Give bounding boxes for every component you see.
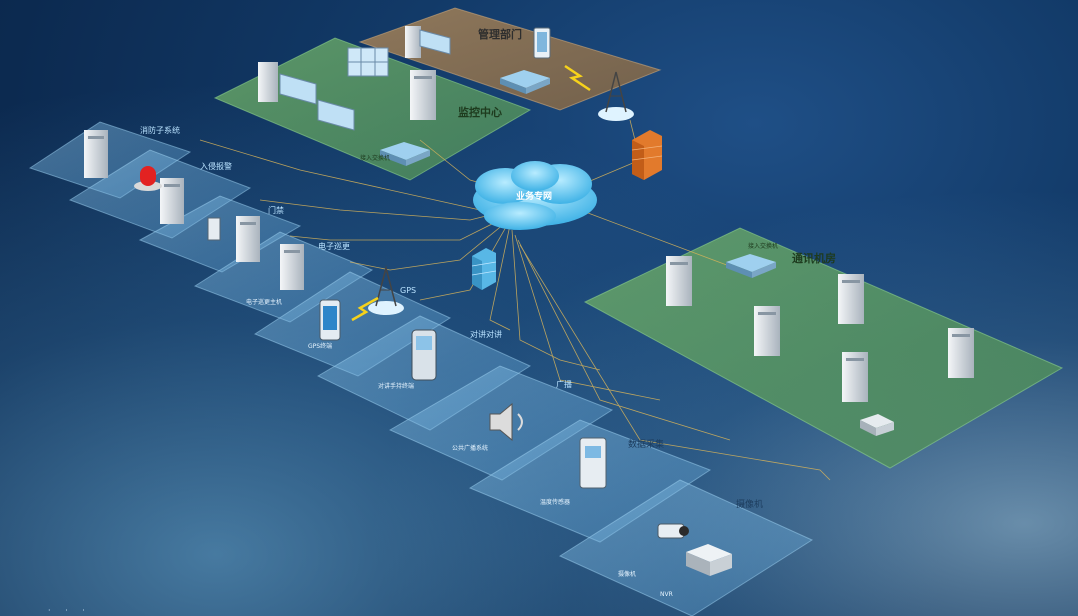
monitor-wall-icon: [279, 73, 317, 105]
monitor-center-platform: [213, 37, 532, 181]
comm-room-platform: [583, 227, 1064, 469]
panel-title-patrol: 电子巡更: [318, 242, 350, 251]
tower-icon: [598, 71, 634, 121]
camera-icon: [657, 523, 689, 539]
data-collector-icon: [579, 437, 607, 489]
panel-title-data: 数据采集: [628, 440, 665, 450]
tower-icon: [368, 265, 404, 315]
monitor-wall-icon: [347, 47, 389, 77]
cloud-label: 业务专网: [516, 192, 553, 202]
panel-title-camera: 摄像机: [736, 500, 764, 510]
nvr-device-icon: [860, 414, 894, 436]
server-icons: [84, 26, 974, 402]
switch-icon: [726, 254, 776, 278]
monitor-wall-icon: [419, 29, 451, 55]
lightning-icon: [564, 64, 591, 92]
comm-switch-label: 接入交换机: [748, 243, 779, 250]
panel-title-gps: GPS: [400, 286, 417, 295]
gps-phone-icon: [319, 299, 341, 341]
broadcast-device-label: 公共广播系统: [452, 445, 489, 452]
cloud-icon: [473, 161, 597, 230]
alarm-light-icon: [134, 166, 162, 191]
panel-title-fire: 消防子系统: [140, 126, 180, 135]
panel-camera: [558, 479, 814, 616]
switch-icon: [500, 70, 550, 94]
monitor-center-title: 监控中心: [458, 106, 502, 119]
nvr-icon: [686, 544, 732, 576]
lightning-icon: [351, 296, 379, 322]
switch-icon: [380, 142, 430, 166]
firewall-icon: [471, 248, 497, 290]
panel-title-access: 门禁: [268, 206, 284, 215]
panel-title-intrusion: 入侵报警: [200, 162, 232, 171]
nvr-label: NVR: [660, 591, 673, 598]
speaker-icon: [489, 402, 523, 442]
patrol-device-label: 电子巡更主机: [246, 299, 283, 306]
gps-device-label: GPS终端: [308, 343, 333, 350]
bottom-marker: · · ·: [48, 606, 91, 615]
panel-gps: [253, 271, 452, 377]
data-collector-label: 温度传感器: [540, 499, 571, 506]
monitor-switch-label: 接入交换机: [360, 155, 391, 162]
management-title: 管理部门: [478, 28, 522, 41]
tablet-icon: [533, 27, 551, 59]
panel-title-intercom: 对讲对讲: [470, 330, 502, 339]
comm-room-title: 通讯机房: [792, 252, 836, 265]
monitor-wall-icon: [317, 99, 355, 131]
camera-label: 摄像机: [618, 571, 637, 578]
intercom-handset-icon: [411, 329, 437, 381]
panel-title-broadcast: 广播: [556, 380, 572, 389]
firewall-icon: [631, 130, 663, 180]
intercom-device-label: 对讲手持终端: [378, 383, 415, 390]
access-reader-icon: [207, 217, 221, 241]
